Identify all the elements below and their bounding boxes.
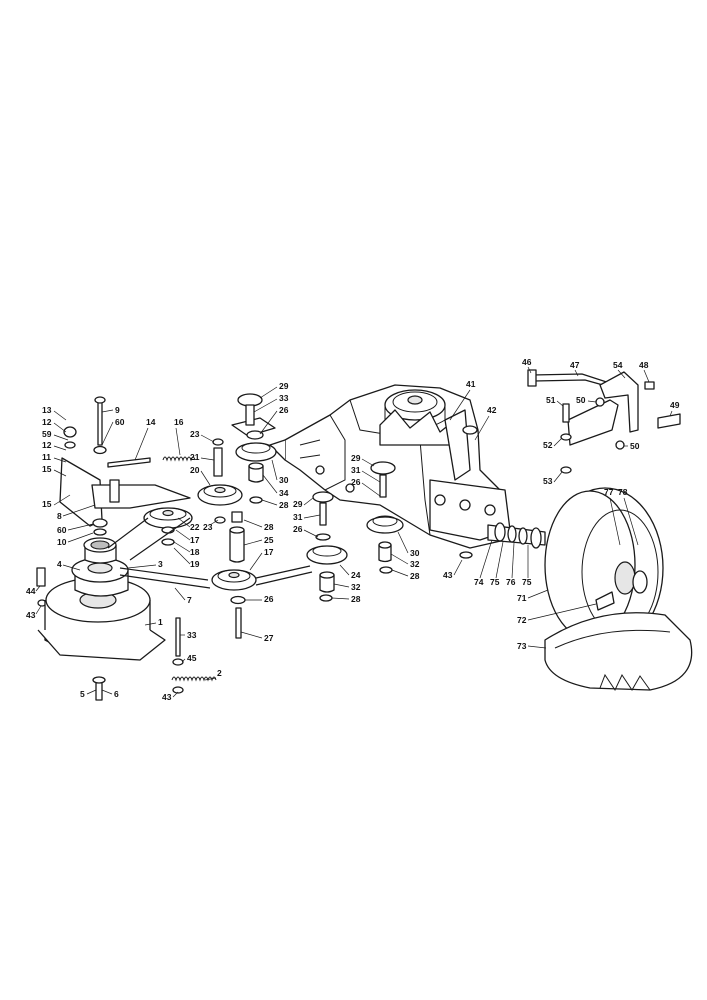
callout-28: 28 [410,571,420,581]
rear-wheel-rim [544,487,664,649]
rear-axle [487,522,546,549]
callout-46: 46 [522,357,532,367]
callout-33: 33 [279,393,289,403]
callout-54: 54 [613,360,623,370]
callout-31: 31 [351,465,361,475]
callout-labels: 13 9 12 60 14 16 59 12 11 15 15 8 60 10 … [26,357,680,702]
pulley-stack-middle [306,491,348,602]
pulley-stack-upper [235,393,277,504]
callout-60: 60 [57,525,67,535]
callout-14: 14 [146,417,156,427]
callout-8: 8 [57,511,62,521]
callout-73: 73 [517,641,527,651]
pto-clutch [37,537,166,701]
callout-52: 52 [543,440,553,450]
callout-78: 78 [618,487,628,497]
brake-rod-assembly [527,369,681,474]
callout-43: 43 [443,570,453,580]
callout-28: 28 [351,594,361,604]
pulley-stack-right [366,461,473,574]
callout-50: 50 [630,441,640,451]
callout-21: 21 [190,452,200,462]
callout-31: 31 [293,512,303,522]
callout-74: 74 [474,577,484,587]
callout-43: 43 [26,610,36,620]
callout-49: 49 [670,400,680,410]
callout-22: 22 [190,522,200,532]
callout-50: 50 [576,395,586,405]
callout-75: 75 [522,577,532,587]
callout-3: 3 [158,559,163,569]
idler-pulleys-left [143,438,257,639]
callout-20: 20 [190,465,200,475]
callout-48: 48 [639,360,649,370]
callout-27: 27 [264,633,274,643]
callout-42: 42 [487,405,497,415]
callout-19: 19 [190,559,200,569]
callout-16: 16 [174,417,184,427]
tension-spring-lower [171,617,217,694]
callout-17: 17 [264,547,274,557]
callout-30: 30 [279,475,289,485]
callout-53: 53 [543,476,553,486]
callout-26: 26 [279,405,289,415]
callout-2: 2 [217,668,222,678]
callout-76: 76 [506,577,516,587]
callout-25: 25 [264,535,274,545]
callout-26: 26 [264,594,274,604]
callout-34: 34 [279,488,289,498]
callout-1: 1 [158,617,163,627]
callout-15: 15 [42,499,52,509]
callout-24: 24 [351,570,361,580]
callout-75: 75 [490,577,500,587]
callout-30: 30 [410,548,420,558]
callout-9: 9 [115,405,120,415]
callout-60: 60 [115,417,125,427]
callout-43: 43 [162,692,172,702]
callout-41: 41 [466,379,476,389]
callout-5: 5 [80,689,85,699]
drive-belts [107,517,313,589]
callout-12: 12 [42,440,52,450]
callout-4: 4 [57,559,62,569]
callout-59: 59 [42,429,52,439]
callout-23: 23 [190,429,200,439]
callout-26: 26 [351,477,361,487]
callout-77: 77 [604,487,614,497]
callout-51: 51 [546,395,556,405]
callout-29: 29 [293,499,303,509]
tension-bracket-assembly [36,396,196,607]
callout-15: 15 [42,464,52,474]
callout-32: 32 [410,559,420,569]
callout-17: 17 [190,535,200,545]
callout-29: 29 [351,453,361,463]
callout-6: 6 [114,689,119,699]
callout-13: 13 [42,405,52,415]
callout-45: 45 [187,653,197,663]
callout-11: 11 [42,452,51,462]
callout-33: 33 [187,630,197,640]
callout-32: 32 [351,582,361,592]
callout-7: 7 [187,595,192,605]
callout-23: 23 [203,522,213,532]
callout-28: 28 [279,500,289,510]
callout-12: 12 [42,417,52,427]
callout-10: 10 [57,537,67,547]
rear-tyre [544,612,693,692]
callout-72: 72 [517,615,527,625]
callout-44: 44 [26,586,36,596]
callout-26: 26 [293,524,303,534]
callout-29: 29 [279,381,289,391]
callout-18: 18 [190,547,200,557]
callout-28: 28 [264,522,274,532]
callout-71: 71 [517,593,527,603]
callout-47: 47 [570,360,580,370]
